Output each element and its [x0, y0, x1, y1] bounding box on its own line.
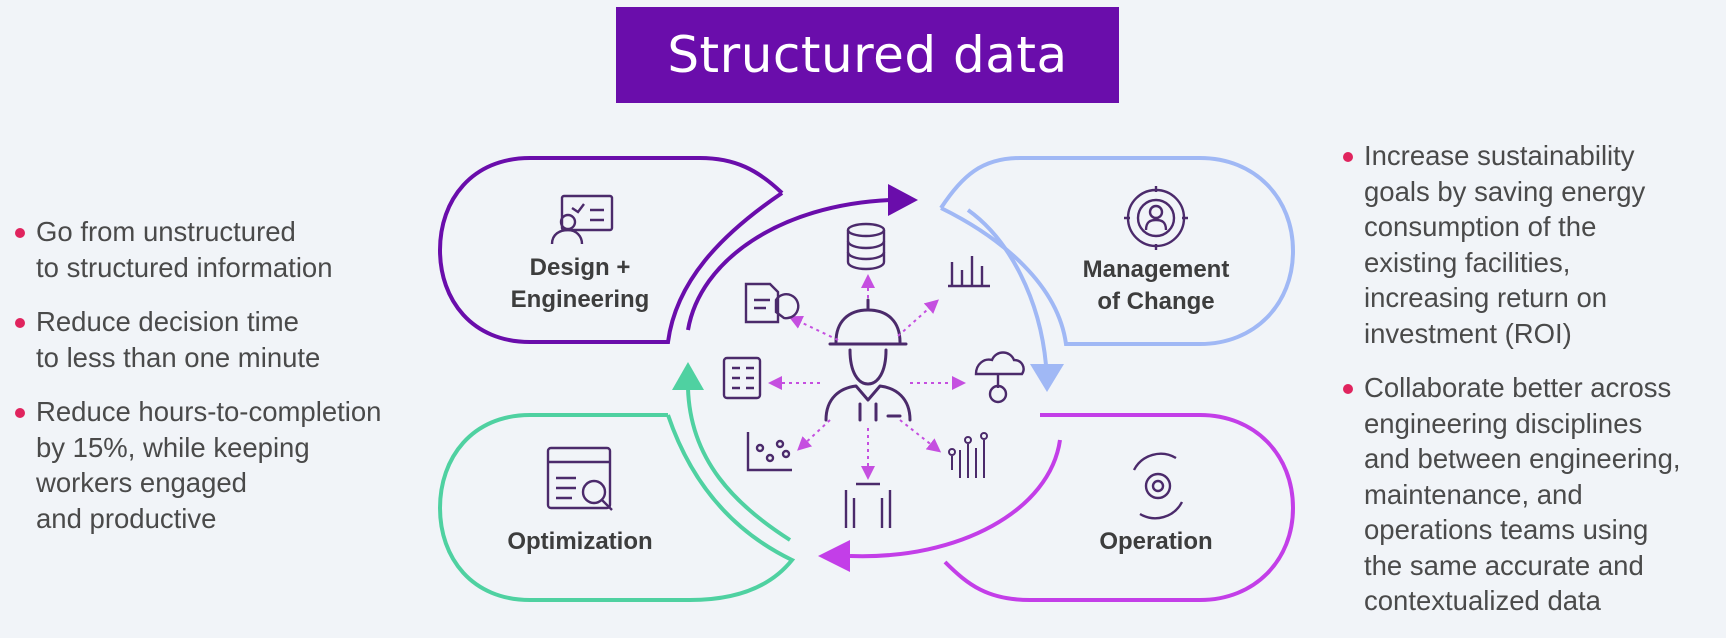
- page-title: Structured data: [667, 26, 1068, 84]
- bar-chart-icon: [948, 256, 990, 288]
- bullet-line: operations teams using: [1364, 514, 1649, 545]
- design-stage-outline: [437, 156, 784, 344]
- stage-label-line: Management: [1082, 256, 1230, 283]
- bullet-line: Collaborate better across: [1364, 372, 1672, 403]
- stage-optimization-label: Optimization: [490, 526, 670, 558]
- stage-design-label: Design + Engineering: [500, 252, 660, 316]
- checklist-icon: [722, 356, 762, 400]
- bullet-line: to structured information: [36, 251, 333, 283]
- cycle-arc-right: [966, 208, 1048, 366]
- bullet-line: to less than one minute: [36, 341, 321, 373]
- bullet-line: existing facilities,: [1364, 246, 1571, 278]
- right-bullet-list: Increase sustainability goals by saving …: [1340, 138, 1726, 638]
- pipe-icon: [844, 482, 892, 528]
- document-chart-icon: [744, 282, 800, 324]
- stage-label-line: Optimization: [507, 528, 653, 555]
- bullet-line: by 15%, while keeping: [36, 431, 310, 463]
- stage-label-line: Engineering: [510, 286, 650, 313]
- bullet-item: Increase sustainability goals by saving …: [1340, 138, 1726, 351]
- cycle-arrowhead-top-icon: [888, 184, 918, 216]
- bullet-line: Reduce hours-to-completion: [36, 396, 382, 427]
- bullet-dot: [1343, 384, 1353, 394]
- title-banner: Structured data: [616, 7, 1119, 103]
- management-stage-outline: [939, 156, 1296, 346]
- bullet-line: maintenance, and: [1364, 478, 1583, 510]
- bullet-dot: [1343, 152, 1353, 162]
- bullet-dot: [15, 228, 25, 238]
- stage-management-label: Management of Change: [1066, 254, 1246, 318]
- cloud-network-icon: [974, 351, 1025, 404]
- cycle-arc-left: [686, 387, 792, 542]
- bullet-item: Go from unstructured to structured infor…: [12, 214, 432, 285]
- bullet-line: contextualized data: [1364, 585, 1601, 616]
- bullet-line: workers engaged: [36, 467, 247, 498]
- bullet-line: and productive: [36, 502, 217, 534]
- bullet-line: Increase sustainability: [1364, 140, 1635, 171]
- cycle-arc-top: [686, 198, 891, 331]
- bullet-line: Reduce decision time: [36, 306, 299, 337]
- bullet-dot: [15, 318, 25, 328]
- bullet-item: Collaborate better across engineering di…: [1340, 370, 1726, 619]
- cycle-arc-bottom: [849, 439, 1062, 559]
- bullet-dot: [15, 408, 25, 418]
- bullet-item: Reduce decision time to less than one mi…: [12, 304, 432, 375]
- bullet-line: investment (ROI): [1364, 317, 1572, 349]
- optimization-stage-outline: [437, 413, 796, 602]
- presenter-screen-icon: [550, 194, 614, 245]
- bullet-line: increasing return on: [1364, 282, 1608, 313]
- browser-analytics-icon: [546, 446, 613, 511]
- database-icon: [846, 222, 886, 271]
- gear-cycle-icon: [1132, 452, 1184, 520]
- cycle-arrowhead-right-icon: [1030, 364, 1064, 392]
- bullet-line: the same accurate and: [1364, 549, 1644, 581]
- bullet-line: and between engineering,: [1364, 443, 1681, 474]
- bullet-line: engineering disciplines: [1364, 407, 1643, 439]
- bullet-line: consumption of the: [1364, 211, 1597, 242]
- person-gear-icon: [1124, 186, 1188, 250]
- worker-hardhat-icon: [824, 298, 912, 422]
- stage-label-line: of Change: [1097, 288, 1215, 315]
- cycle-arrowhead-left-icon: [672, 362, 704, 390]
- dotted-spokes: [768, 274, 966, 480]
- scatter-plot-icon: [746, 432, 792, 472]
- bullet-item: Reduce hours-to-completion by 15%, while…: [12, 394, 432, 536]
- stage-label-line: Design +: [529, 254, 631, 281]
- cycle-diagram: [437, 156, 1296, 602]
- stage-operation-label: Operation: [1076, 526, 1236, 558]
- stage-label-line: Operation: [1099, 528, 1213, 555]
- circuit-icon: [948, 432, 988, 478]
- bullet-line: goals by saving energy: [1364, 175, 1646, 207]
- left-bullet-list: Go from unstructured to structured infor…: [12, 214, 432, 555]
- cycle-arrowhead-bottom-icon: [818, 540, 850, 572]
- operation-stage-outline: [943, 413, 1296, 602]
- bullet-line: Go from unstructured: [36, 216, 296, 247]
